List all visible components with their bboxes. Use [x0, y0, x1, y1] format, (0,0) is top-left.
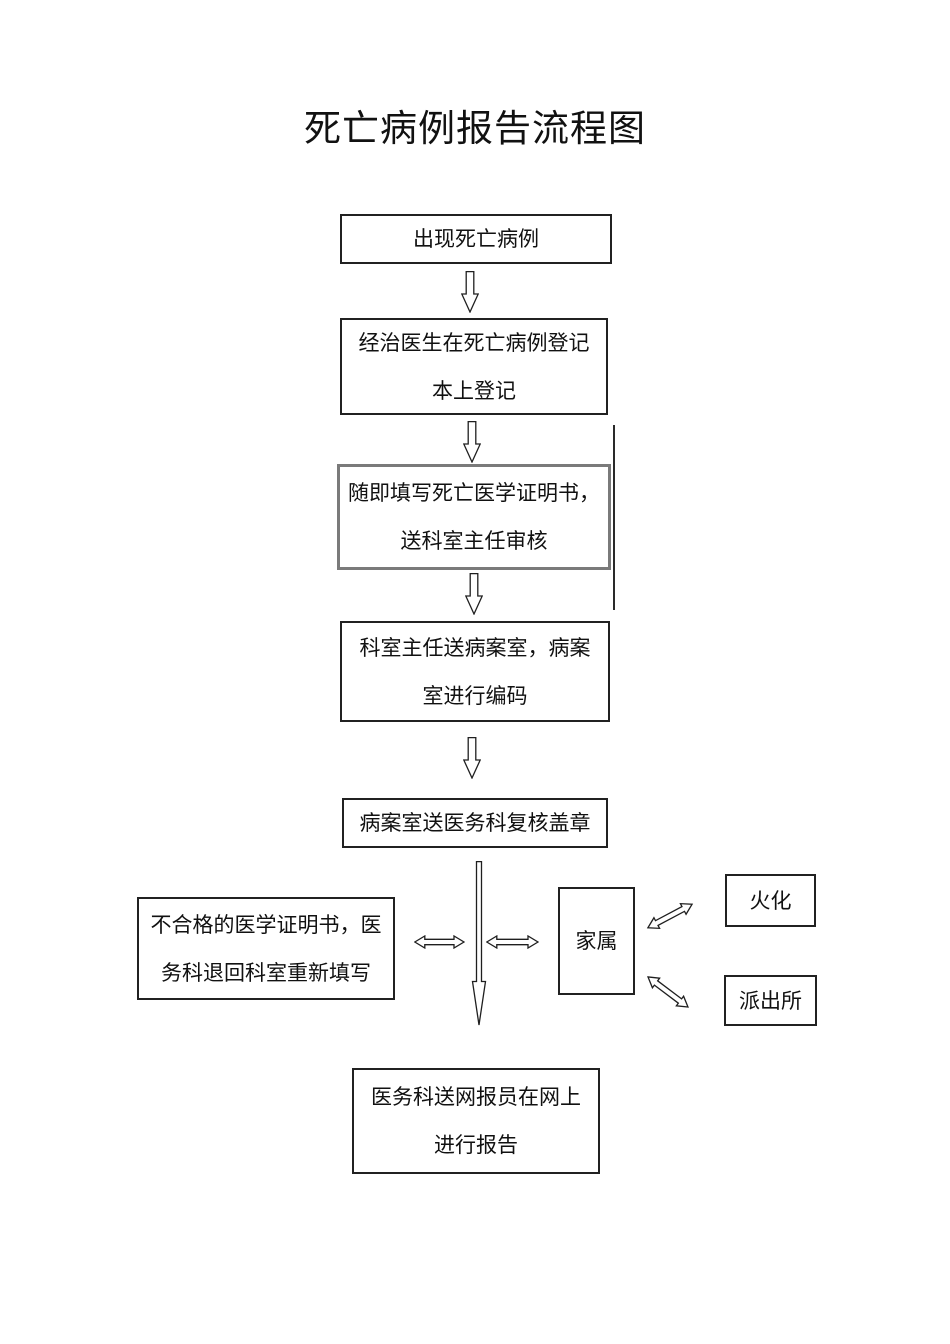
- flow-node-family: 家属: [558, 887, 635, 995]
- node-line: 科室主任送病案室，病案: [359, 635, 591, 660]
- left-right-arrow-icon: [414, 935, 465, 949]
- node-line: 本上登记: [432, 378, 516, 403]
- node-line: 室进行编码: [422, 683, 528, 708]
- node-line: 派出所: [739, 988, 802, 1013]
- node-line: 出现死亡病例: [413, 227, 539, 251]
- down-arrow-icon: [463, 421, 481, 463]
- flow-node-register: 经治医生在死亡病例登记 本上登记: [340, 318, 608, 415]
- flow-node-certificate: 随即填写死亡医学证明书， 送科室主任审核: [337, 464, 611, 570]
- node-line: 家属: [575, 929, 618, 953]
- node-line: 进行报告: [434, 1133, 518, 1157]
- node-line: 务科退回科室重新填写: [161, 960, 371, 985]
- left-right-arrow-icon: [486, 935, 539, 949]
- flow-node-start: 出现死亡病例: [340, 214, 612, 264]
- node-line: 火化: [749, 888, 792, 913]
- flow-node-police: 派出所: [724, 975, 817, 1026]
- node-line: 随即填写死亡医学证明书，: [348, 481, 600, 505]
- flow-node-cremation: 火化: [725, 874, 816, 927]
- node-line: 送科室主任审核: [400, 529, 548, 553]
- node-line: 医务科送网报员在网上: [371, 1085, 581, 1109]
- node-line: 不合格的医学证明书，医: [150, 912, 382, 937]
- diagonal-up-right-arrow-icon: [646, 902, 694, 930]
- diagonal-down-right-arrow-icon: [647, 976, 689, 1008]
- page-title: 死亡病例报告流程图: [304, 109, 646, 150]
- flow-node-review: 病案室送医务科复核盖章: [342, 798, 608, 848]
- long-down-arrow-icon: [471, 861, 487, 1026]
- down-arrow-icon: [465, 573, 483, 615]
- flow-node-invalid: 不合格的医学证明书，医 务科退回科室重新填写: [137, 897, 395, 1000]
- down-arrow-icon: [461, 271, 479, 313]
- flow-node-report: 医务科送网报员在网上 进行报告: [352, 1068, 600, 1174]
- node-line: 经治医生在死亡病例登记: [358, 330, 590, 355]
- node-line: 病案室送医务科复核盖章: [359, 811, 591, 835]
- down-arrow-icon: [463, 737, 481, 779]
- connector-line: [613, 425, 615, 610]
- flow-node-coding: 科室主任送病案室，病案 室进行编码: [340, 621, 610, 722]
